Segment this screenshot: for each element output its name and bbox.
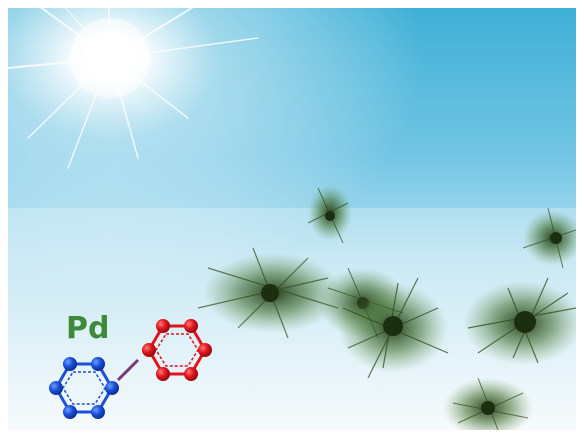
nanoflake-7 [443, 377, 533, 430]
red-atom [198, 343, 212, 357]
red-atom [156, 319, 170, 333]
illustration-scene: Pd [8, 8, 576, 430]
nanoflake-6 [522, 207, 576, 269]
red-atom [184, 319, 198, 333]
red-atom [156, 367, 170, 381]
red-atom [142, 343, 156, 357]
scene-svg: Pd [8, 8, 576, 430]
blue-ring [49, 357, 119, 419]
nanoflake-1 [197, 247, 343, 339]
nanoflake-2 [307, 185, 352, 244]
blue-atom [63, 357, 77, 371]
red-ring [142, 319, 212, 381]
nanoflake-5 [463, 277, 576, 365]
nanoflakes [197, 185, 576, 430]
blue-atom [91, 357, 105, 371]
biaryl-bond [116, 358, 140, 382]
sun-halo [70, 18, 150, 98]
blue-atom [49, 381, 63, 395]
blue-atom [105, 381, 119, 395]
biphenyl-molecule [49, 319, 212, 419]
red-atom [184, 367, 198, 381]
pd-label: Pd [66, 311, 109, 346]
nanoflake-4 [338, 277, 449, 379]
blue-atom [91, 405, 105, 419]
blue-atom [63, 405, 77, 419]
